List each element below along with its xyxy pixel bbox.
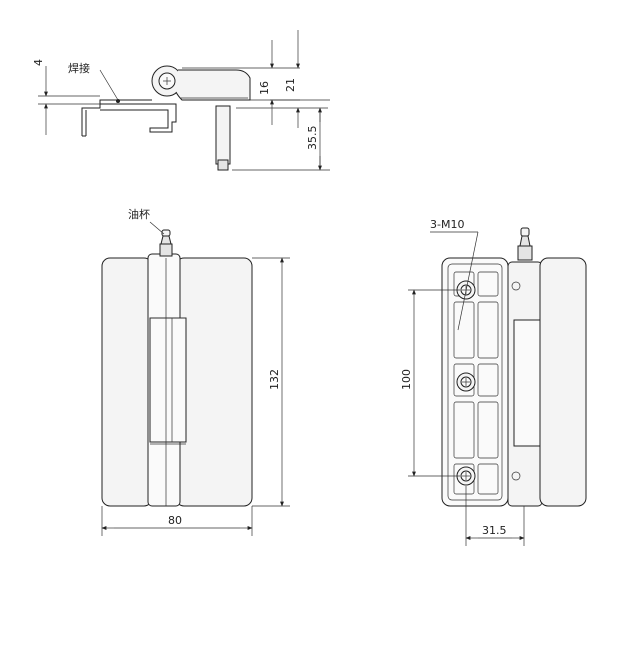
weld-mark (116, 99, 120, 103)
back-knuckle-center (513, 319, 541, 447)
back-view: 3-M10 100 31.5 (400, 218, 587, 546)
lower-bracket (100, 103, 177, 133)
back-right-leaf (539, 257, 587, 507)
dim-4-label: 4 (32, 59, 45, 66)
side-view: 焊接 4 16 21 35.5 (32, 30, 330, 171)
right-leaf (175, 257, 253, 507)
oil-cup-label: 油杯 (128, 207, 150, 221)
dim-16-label: 16 (258, 81, 271, 95)
hole-middle (456, 372, 476, 392)
dim-21-label: 21 (284, 78, 297, 92)
dim-80-label: 80 (168, 514, 182, 527)
dim-31-5-label: 31.5 (482, 524, 507, 537)
knuckle-center (149, 317, 187, 443)
front-view: 油杯 132 80 (101, 207, 290, 536)
left-leaf (101, 257, 153, 507)
weld-plate-outline (81, 99, 150, 136)
dim-35-5-label: 35.5 (306, 126, 319, 151)
leaf-body-side (175, 69, 251, 101)
holes-label: 3-M10 (430, 218, 464, 231)
dim-132-label: 132 (268, 369, 281, 390)
weld-label: 焊接 (68, 61, 90, 75)
stud-side (215, 105, 231, 165)
oil-cup-base (159, 243, 173, 257)
dim-100-label: 100 (400, 369, 413, 390)
